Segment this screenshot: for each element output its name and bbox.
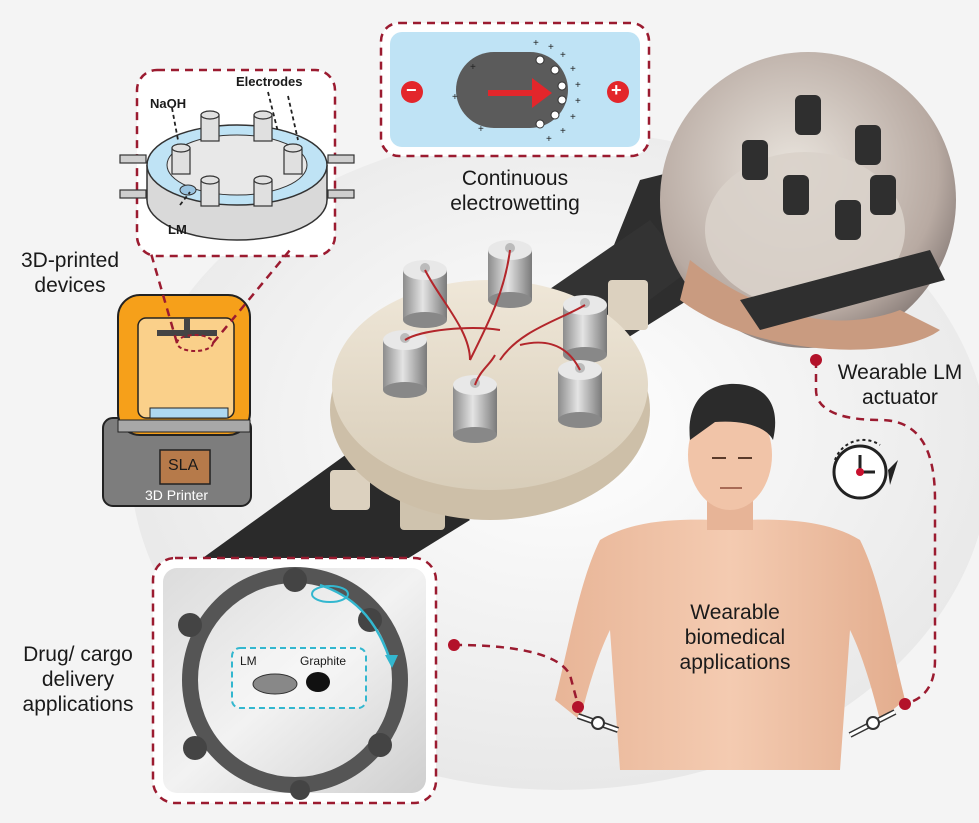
svg-text:+: + <box>560 50 566 61</box>
person-figure <box>555 383 905 770</box>
continuous-electrowetting-label: Continuous electrowetting <box>450 167 580 215</box>
lm-droplet-label: LM <box>240 654 257 668</box>
right-wristband-icon <box>848 709 897 738</box>
device-schematic-inset <box>119 68 355 258</box>
timer-icon <box>832 438 898 500</box>
drug-delivery-inset <box>151 556 438 805</box>
printer-caption: 3D Printer <box>145 487 209 503</box>
central-device <box>330 240 650 530</box>
wires <box>404 249 586 386</box>
svg-text:+: + <box>546 134 552 145</box>
svg-text:+: + <box>478 124 484 135</box>
svg-text:+: + <box>548 42 554 53</box>
svg-text:+: + <box>470 62 476 73</box>
plus-electrode-icon: + <box>611 80 622 100</box>
wearable-photo <box>660 52 956 350</box>
svg-text:+: + <box>575 80 581 91</box>
printed-devices-label: 3D-printed devices <box>20 249 120 297</box>
lm-inset-label: LM <box>168 222 187 237</box>
connectors <box>453 360 937 706</box>
electrodes-label: Electrodes <box>236 74 303 89</box>
sla-badge: SLA <box>168 457 199 474</box>
electrowetting-inset: + + + + + + + + + + + + <box>379 21 651 158</box>
left-wristband-icon <box>577 713 619 733</box>
svg-text:+: + <box>560 126 566 137</box>
sla-printer <box>102 294 252 507</box>
graphite-label: Graphite <box>300 654 347 668</box>
naoh-label: NaOH <box>150 96 187 111</box>
wearable-actuator-label: Wearable LM actuator <box>837 361 963 409</box>
drug-delivery-label: Drug/ cargo delivery applications <box>22 643 134 716</box>
connector-dots <box>448 354 911 713</box>
minus-electrode-icon: − <box>406 80 417 100</box>
svg-text:+: + <box>570 64 576 75</box>
zoom-lines <box>148 249 291 344</box>
svg-text:+: + <box>533 38 539 49</box>
svg-text:+: + <box>575 96 581 107</box>
svg-text:+: + <box>452 92 458 103</box>
svg-text:+: + <box>570 112 576 123</box>
wearable-biomedical-label: Wearable biomedical applications <box>679 601 791 674</box>
